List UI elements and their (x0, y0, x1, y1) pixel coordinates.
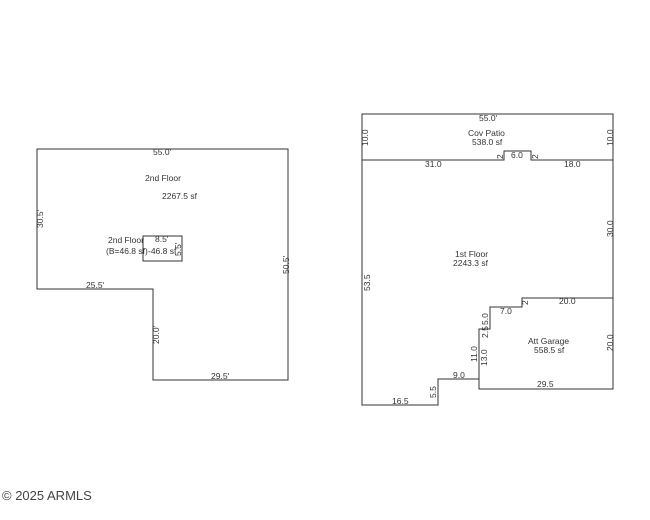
second-floor-outline (36, 148, 289, 381)
dim-bottom: 29.5' (211, 371, 230, 381)
garage-left: 13.0 (479, 349, 489, 366)
dim-v5: 5.0 (480, 313, 490, 325)
garage-title: Att Garage (528, 336, 569, 346)
first-floor-outline (361, 160, 614, 406)
garage-bottom: 29.5 (537, 379, 554, 389)
dim-first-left: 53.5 (362, 274, 372, 291)
garage-area: 558.5 sf (534, 345, 565, 355)
patio-area: 538.0 sf (472, 137, 503, 147)
dim-step: 25.5' (86, 280, 105, 290)
cutout-width: 8.5' (155, 234, 169, 244)
first-floor-title: 1st Floor (455, 249, 488, 259)
dim-left: 30.5' (35, 209, 45, 228)
patio-right: 10.0 (605, 129, 615, 146)
cutout-area: -46.8 sf (148, 246, 177, 256)
first-floor-area: 2243.3 sf (453, 258, 489, 268)
dim-top: 55.0' (153, 147, 172, 157)
dim-bottom-left: 16.5 (392, 396, 409, 406)
dim-h7: 7.0 (500, 306, 512, 316)
garage-top: 20.0 (559, 296, 576, 306)
patio-left: 10.0 (360, 129, 370, 146)
dim-v2-5: 2.5 (480, 326, 490, 338)
patio-bump: 6.0 (511, 150, 523, 160)
cutout-height: 5.5' (173, 242, 183, 256)
patio-bump-right: 2 (530, 154, 540, 159)
patio-title: Cov Patio (468, 128, 505, 138)
cutout-label: (B=46.8 sf) (106, 246, 148, 256)
dim-first-right: 30.0 (605, 220, 615, 237)
patio-seg-right: 18.0 (564, 159, 581, 169)
patio-bottom-line (362, 150, 613, 161)
second-floor-title: 2nd Floor (145, 173, 181, 183)
dim-step-v: 5.5 (428, 386, 438, 398)
patio-seg-left: 31.0 (425, 159, 442, 169)
garage-outline (478, 298, 614, 390)
dim-v11: 11.0 (469, 346, 479, 362)
garage-right: 20.0 (605, 334, 615, 351)
cutout-title: 2nd Floor (108, 235, 144, 245)
dim-right: 50.5' (281, 255, 291, 274)
copyright-text: © 2025 ARMLS (2, 488, 92, 503)
dim-step-h: 9.0 (453, 370, 465, 380)
second-floor-cutout (142, 235, 183, 262)
patio-outline (361, 113, 614, 160)
dim-v2: 2 (520, 300, 530, 305)
second-floor-area: 2267.5 sf (162, 191, 198, 201)
dim-inner-vertical: 20.0' (151, 325, 161, 344)
patio-top: 55.0' (479, 113, 498, 123)
patio-bump-left: 2 (495, 154, 505, 159)
